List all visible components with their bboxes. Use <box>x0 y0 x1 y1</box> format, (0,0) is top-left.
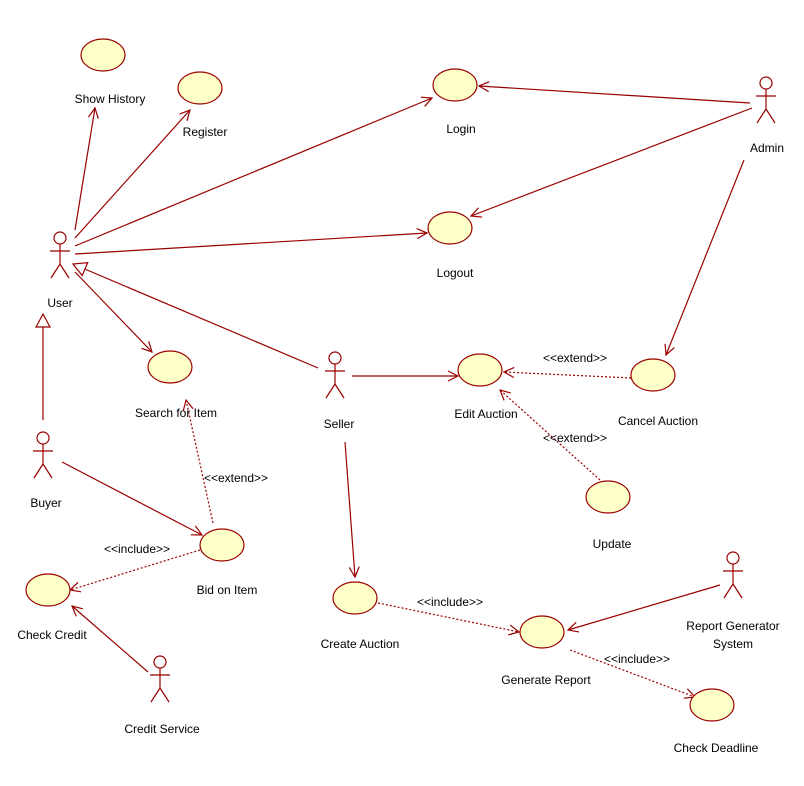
use-case-ellipse <box>630 358 676 392</box>
use-case-ellipse <box>25 573 71 607</box>
actor-label: Buyer <box>30 496 61 510</box>
use-case-ellipse <box>199 528 245 562</box>
association-user-to-search_item <box>74 271 152 352</box>
use-case-update[interactable]: Update <box>585 480 632 551</box>
association-admin-to-cancel_auction <box>666 159 745 355</box>
use-case-search-item[interactable]: Search for Item <box>135 350 217 420</box>
relation-label-r21: <<include>> <box>604 652 670 666</box>
dependency-bid_item-to-check_credit <box>70 549 201 590</box>
use-case-check-deadline[interactable]: Check Deadline <box>674 688 759 755</box>
use-case-label: Edit Auction <box>454 407 517 421</box>
actor-label: Admin <box>750 141 784 155</box>
actor-buyer[interactable]: Buyer <box>30 431 62 510</box>
use-case-label: Bid on Item <box>197 583 258 597</box>
use-case-label: Search for Item <box>135 406 217 420</box>
actor-seller[interactable]: Seller <box>324 351 355 431</box>
association-seller-to-create_auction <box>344 441 355 577</box>
dependency-update-to-edit_auction <box>500 390 601 481</box>
use-case-label: Cancel Auction <box>618 414 698 428</box>
dependency-bid_item-to-search_item <box>186 400 214 524</box>
use-case-generate-report[interactable]: Generate Report <box>501 615 591 687</box>
use-case-label: Generate Report <box>501 673 591 687</box>
use-case-label: Check Credit <box>17 628 87 642</box>
association-admin-to-login <box>479 86 751 104</box>
use-case-create-auction[interactable]: Create Auction <box>321 581 400 651</box>
generalization-seller-to-user <box>71 261 319 369</box>
association-admin-to-logout <box>471 107 753 216</box>
relation-label-r19: <<include>> <box>104 542 170 556</box>
actor-stick-figure-icon <box>723 551 743 599</box>
use-case-label: Create Auction <box>321 637 400 651</box>
association-report_generator-to-generate_report <box>568 584 721 630</box>
actor-credit-service[interactable]: Credit Service <box>124 655 200 736</box>
use-case-ellipse <box>432 68 478 102</box>
relation-label-r17: <<extend>> <box>543 431 607 445</box>
relation-label-r20: <<include>> <box>417 595 483 609</box>
relation-label-r16: <<extend>> <box>543 351 607 365</box>
use-case-logout[interactable]: Logout <box>427 211 474 280</box>
use-case-ellipse <box>177 71 223 105</box>
use-case-show-history[interactable]: Show History <box>75 38 146 106</box>
relation-label-r18: <<extend>> <box>204 471 268 485</box>
association-buyer-to-bid_item <box>61 461 202 535</box>
use-case-register[interactable]: Register <box>177 71 228 139</box>
use-case-label: Logout <box>437 266 474 280</box>
association-user-to-logout <box>74 233 427 255</box>
use-case-ellipse <box>457 353 503 387</box>
relations-layer <box>34 86 753 697</box>
association-user-to-login <box>74 98 432 247</box>
use-case-label: Login <box>446 122 475 136</box>
use-case-cancel-auction[interactable]: Cancel Auction <box>618 358 698 428</box>
association-user-to-show_history <box>74 108 95 231</box>
actor-label: Seller <box>324 417 355 431</box>
actor-label: User <box>47 296 72 310</box>
use-case-ellipse <box>585 480 631 514</box>
use-case-bid-item[interactable]: Bid on Item <box>197 528 258 597</box>
actor-stick-figure-icon <box>756 76 776 124</box>
use-case-ellipse <box>689 688 735 722</box>
use-case-label: Update <box>593 537 632 551</box>
association-user-to-register <box>74 110 190 239</box>
use-case-ellipse <box>427 211 473 245</box>
actor-stick-figure-icon <box>325 351 345 399</box>
use-case-label: Register <box>183 125 228 139</box>
association-credit_service-to-check_credit <box>72 606 149 673</box>
actor-stick-figure-icon <box>50 231 70 279</box>
use-case-ellipse <box>519 615 565 649</box>
use-case-ellipse <box>80 38 126 72</box>
use-case-ellipse <box>147 350 193 384</box>
actor-stick-figure-icon <box>150 655 170 703</box>
actor-admin[interactable]: Admin <box>750 76 784 155</box>
use-case-login[interactable]: Login <box>432 68 478 136</box>
actor-user[interactable]: User <box>47 231 73 310</box>
use-case-check-credit[interactable]: Check Credit <box>17 573 87 642</box>
use-case-label: Show History <box>75 92 146 106</box>
use-case-ellipse <box>332 581 378 615</box>
use-case-label: Check Deadline <box>674 741 759 755</box>
use-case-edit-auction[interactable]: Edit Auction <box>454 353 518 421</box>
relation-labels-layer: <<extend>> <<extend>> <<extend>> <<include>… <box>104 351 670 666</box>
dependency-cancel_auction-to-edit_auction <box>504 372 632 379</box>
actor-label: Credit Service <box>124 722 200 736</box>
actor-stick-figure-icon <box>33 431 53 479</box>
